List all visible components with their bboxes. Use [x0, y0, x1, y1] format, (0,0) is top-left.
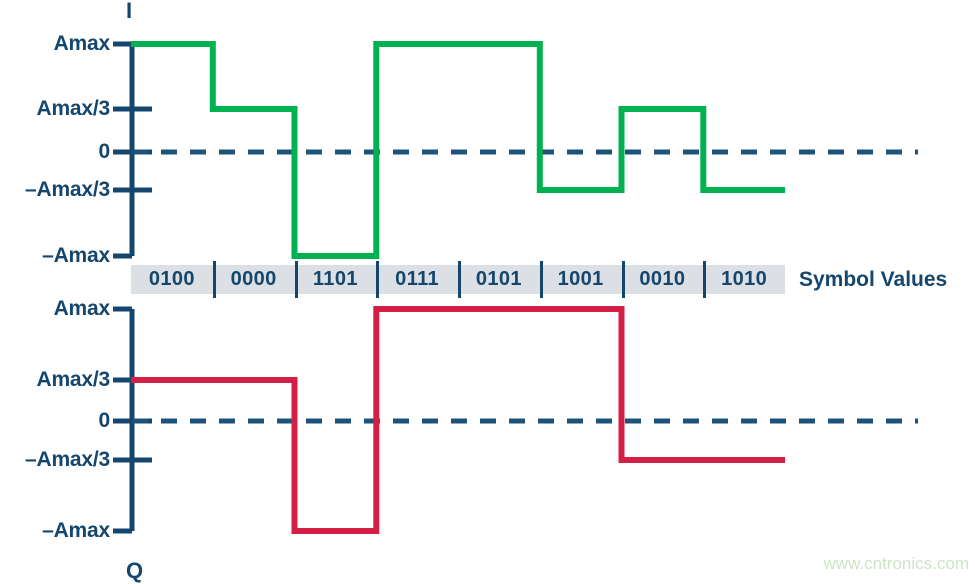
- site-watermark: www.cntronics.com: [823, 554, 969, 573]
- symbol-cell: 1101: [294, 261, 377, 298]
- q-axis-name: Q: [126, 558, 144, 583]
- symbol-cell: 1001: [539, 261, 622, 298]
- q-tick-label-zero: 0: [98, 409, 111, 432]
- i-tick-label-amax: Amax: [53, 32, 111, 55]
- i-tick-label-amax-third: Amax/3: [36, 97, 110, 120]
- q-waveform-trace: [131, 306, 785, 534]
- i-axis-name: I: [126, 0, 133, 23]
- symbol-values-caption: Symbol Values: [799, 267, 948, 291]
- symbol-cell: 1010: [703, 261, 785, 298]
- i-waveform-trace: [131, 41, 785, 259]
- symbol-cell: 0010: [621, 261, 704, 298]
- q-tick-label-amax: Amax: [53, 297, 111, 320]
- q-tick-label-neg-amax: –Amax: [42, 519, 110, 542]
- q-tick-label-amax-third: Amax/3: [36, 368, 110, 391]
- i-tick-label-neg-amax: –Amax: [42, 244, 110, 267]
- symbol-cell: 0100: [148, 268, 195, 290]
- symbol-cell: 0111: [376, 261, 458, 298]
- symbol-cell: 0000: [212, 261, 295, 298]
- symbol-cell: 0101: [458, 261, 540, 298]
- i-tick-label-zero: 0: [98, 140, 111, 163]
- i-tick-label-neg-amax-third: –Amax/3: [25, 178, 110, 201]
- q-tick-label-neg-amax-third: –Amax/3: [25, 448, 110, 471]
